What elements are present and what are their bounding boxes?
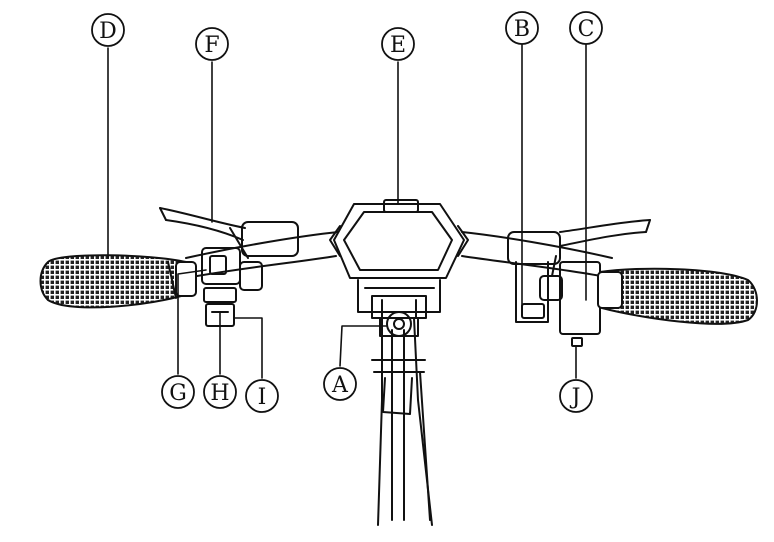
leader-lines [108, 44, 586, 378]
callout-g: G [162, 376, 194, 408]
callout-label-i: I [258, 385, 267, 410]
left-switch-housing [202, 248, 262, 326]
callout-j: J [560, 380, 592, 412]
steering-stem [372, 318, 432, 525]
callout-label-d: D [99, 19, 117, 44]
callout-a: A [324, 368, 356, 400]
callout-d: D [92, 14, 124, 46]
callout-label-a: A [331, 373, 349, 398]
callout-label-e: E [390, 33, 406, 58]
callout-label-g: G [169, 381, 187, 406]
callout-h: H [204, 376, 236, 408]
left-brake-lever [160, 208, 298, 258]
callout-i: I [246, 380, 278, 412]
lock-nut [387, 312, 411, 336]
center-display [330, 200, 468, 278]
left-grip [41, 255, 197, 307]
callout-b: B [506, 12, 538, 44]
callout-label-h: H [210, 381, 229, 406]
stem-clamp [358, 280, 440, 336]
callout-label-c: C [578, 17, 595, 42]
right-grip [598, 269, 757, 324]
callout-label-f: F [204, 33, 219, 58]
callout-e: E [382, 28, 414, 60]
right-brake-lever [508, 220, 650, 276]
callout-label-b: B [514, 17, 530, 42]
callout-label-j: J [570, 385, 581, 410]
callout-c: C [570, 12, 602, 44]
callout-f: F [196, 28, 228, 60]
leader-i [234, 318, 262, 378]
